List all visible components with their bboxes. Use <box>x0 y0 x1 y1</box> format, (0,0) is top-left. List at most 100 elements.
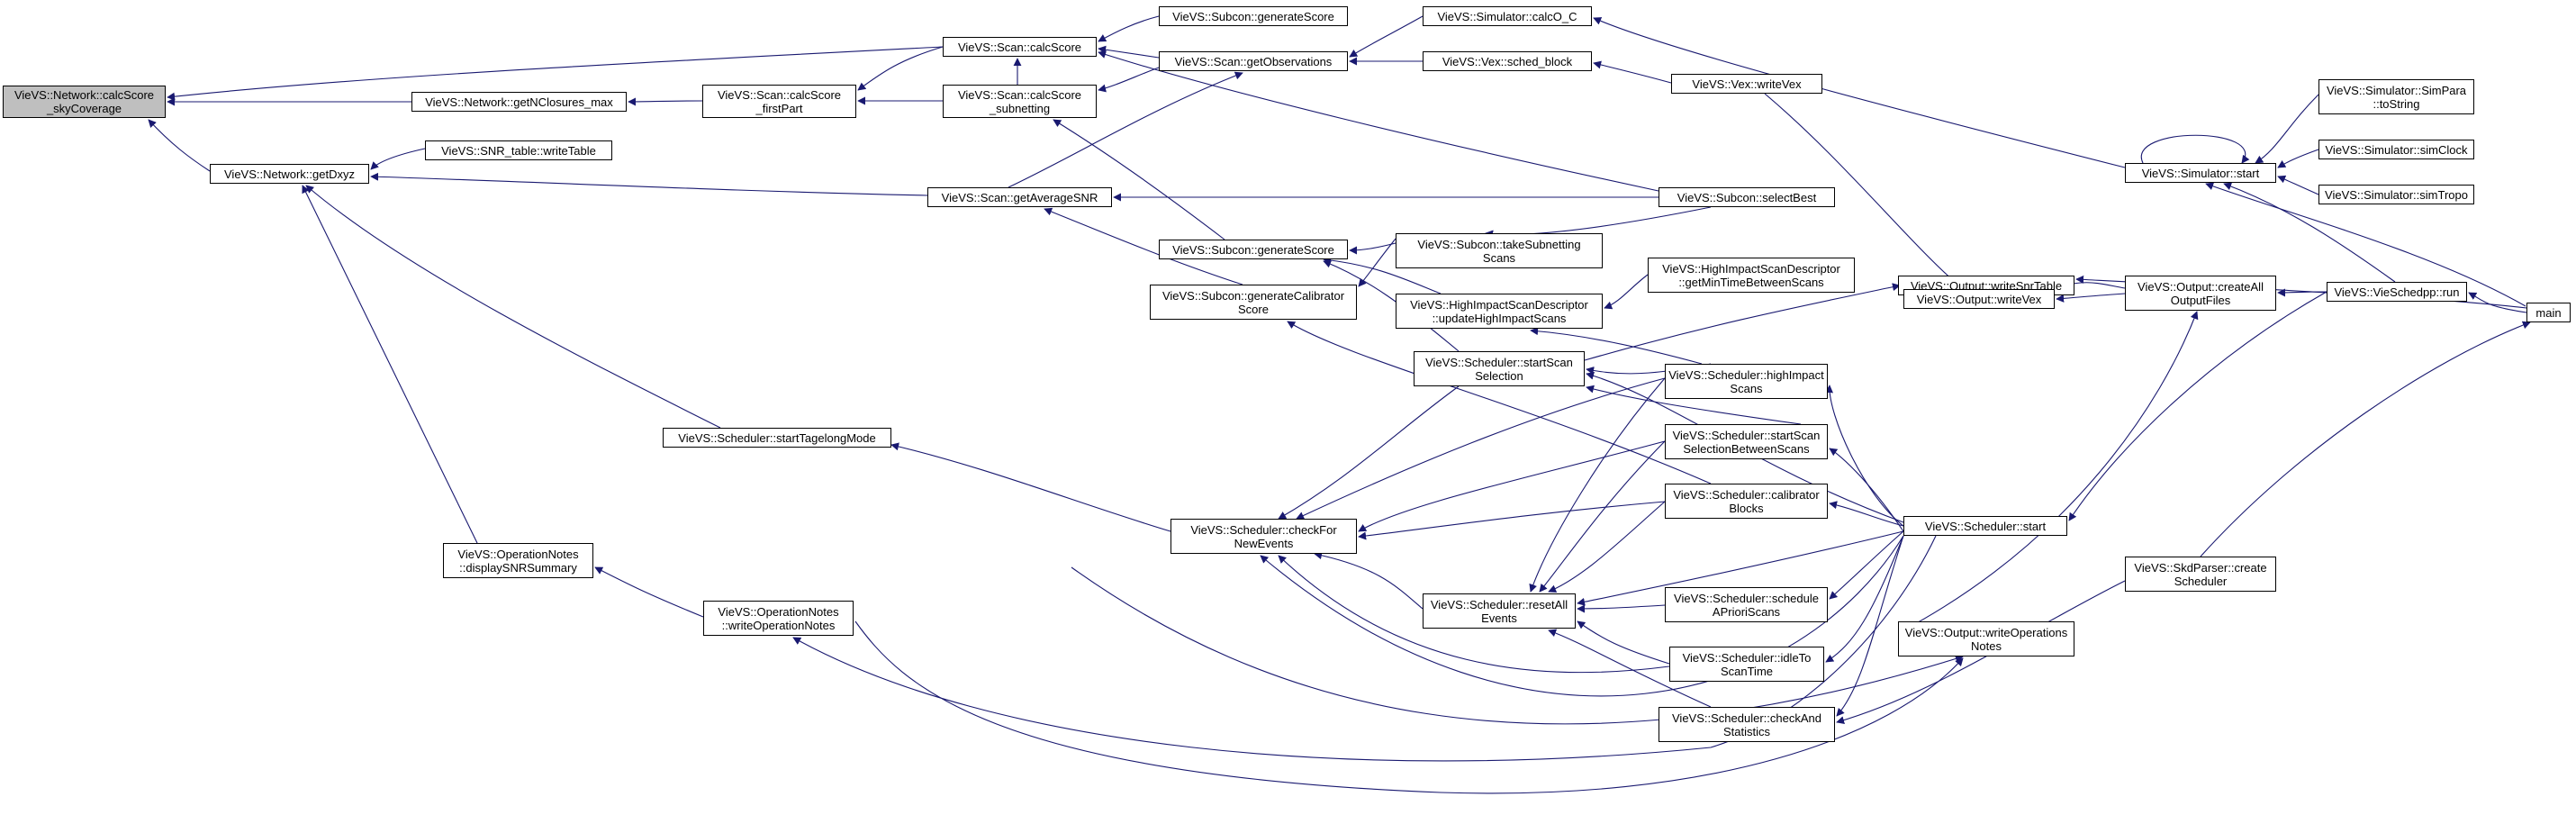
node-subcon-selectbest[interactable]: VieVS::Subcon::selectBest <box>1659 187 1835 207</box>
node-network-getnclosures-max[interactable]: VieVS::Network::getNClosures_max <box>411 92 627 112</box>
edge-resetallevents-from-sched-start <box>1577 530 1904 606</box>
edge-writesnrtable-from-startscanselection <box>1584 283 1901 361</box>
edge-simulator-start-from-main <box>2205 182 2526 307</box>
edge-subnetting-from-getobservations <box>1098 67 1160 93</box>
node-operationnotes-displaysnrsummary[interactable]: VieVS::OperationNotes::displaySNRSummary <box>443 543 593 578</box>
edge-vieschedpp-run-from-main <box>2468 292 2527 313</box>
node-simulator-simpara-tostring[interactable]: VieVS::Simulator::SimPara::toString <box>2318 79 2474 114</box>
node-snr-table-writetable[interactable]: VieVS::SNR_table::writeTable <box>425 140 612 160</box>
edge-getdxyz-from-snr-writetable <box>370 148 426 170</box>
edge-createalloutputfiles-from-vieschedpp-run <box>2277 288 2327 297</box>
node-highimpactscandescriptor-updatehighimpactscans[interactable]: VieVS::HighImpactScanDescriptor::updateH… <box>1396 294 1603 329</box>
edge-getdxyz-from-getaveragesnr <box>370 172 928 196</box>
node-vex-sched-block[interactable]: VieVS::Vex::sched_block <box>1423 51 1592 71</box>
node-simulator-calco-c[interactable]: VieVS::Simulator::calcO_C <box>1423 6 1592 26</box>
edge-getaveragesnr-from-calibscore <box>1044 207 1243 285</box>
edge-scan-calcscore-from-generatescore-top <box>1098 15 1160 42</box>
node-subcon-generatescore-top[interactable]: VieVS::Subcon::generateScore <box>1159 6 1348 26</box>
node-simulator-simclock[interactable]: VieVS::Simulator::simClock <box>2318 140 2474 159</box>
edge-getobservations-from-calco-c <box>1349 15 1424 58</box>
edge-calibratorblocks-from-sched-start <box>1829 501 1904 527</box>
edge-writevex-from-createalloutputfiles <box>2056 293 2126 303</box>
node-main[interactable]: main <box>2526 303 2571 322</box>
edge-simulator-start-from-simclock <box>2277 149 2319 168</box>
node-vex-writevex[interactable]: VieVS::Vex::writeVex <box>1671 74 1822 94</box>
edge-updatehighimpact-from-getmintime <box>1604 274 1649 310</box>
node-simulator-start[interactable]: VieVS::Simulator::start <box>2125 163 2276 183</box>
edge-checkfornewevents-from-sched-start <box>1260 535 1904 697</box>
edge-resetallevents-from-checkandstatistics <box>1548 629 1712 708</box>
edge-resetallevents-from-idletoscantime <box>1577 620 1670 665</box>
edge-getobservations-from-getaveragesnr <box>1008 71 1243 188</box>
edge-checkfornewevents-from-startscanselection <box>1278 385 1460 520</box>
edge-idletoscantime-from-sched-start <box>1825 535 1904 663</box>
edge-resetallevents-from-highimpactscans <box>1529 377 1666 593</box>
edge-scan-calcscore-from-getobservations <box>1098 45 1160 59</box>
node-scan-calcscore[interactable]: VieVS::Scan::calcScore <box>943 37 1097 57</box>
edge-checkandstatistics-from-skd-create <box>1836 580 2126 725</box>
edge-checkfornewevents-from-calibratorblocks <box>1358 501 1666 540</box>
node-simulator-simtropo[interactable]: VieVS::Simulator::simTropo <box>2318 185 2474 204</box>
edge-resetallevents-from-startscanselbetween <box>1539 440 1666 593</box>
edge-getdxyz-from-tagelong <box>305 185 721 429</box>
edge-simulator-start-self-loop <box>2140 134 2250 164</box>
edge-createalloutputfiles-from-writeoperationsnotes <box>1903 311 2199 631</box>
edge-displaysnr-from-writeoperationnotes <box>594 566 704 618</box>
node-network-getdxyz[interactable]: VieVS::Network::getDxyz <box>210 164 369 184</box>
edge-sched-block-from-writevex <box>1593 60 1672 84</box>
edges <box>148 15 2531 794</box>
edge-checkfornewevents-from-resetallevents <box>1314 551 1424 610</box>
edge-simulator-start-from-vieschedpp-run <box>2223 182 2396 283</box>
edge-sched-start-from-vieschedpp-run <box>2068 291 2327 521</box>
edge-generatescore-mid-from-startscanselection <box>1323 259 1460 352</box>
edge-checkfornewevents-from-highimpactscans <box>1296 377 1666 520</box>
node-vieschedpp-run[interactable]: VieVS::VieSchedpp::run <box>2327 282 2467 302</box>
edge-subnetting-from-generatescore-mid <box>1053 119 1225 240</box>
node-scheduler-start[interactable]: VieVS::Scheduler::start <box>1903 516 2067 536</box>
node-scan-calcscore-firstpart[interactable]: VieVS::Scan::calcScore_firstPart <box>702 85 856 118</box>
node-scan-calcscore-subnetting[interactable]: VieVS::Scan::calcScore_subnetting <box>943 85 1097 118</box>
edge-updatehighimpact-from-highimpactscans <box>1530 327 1703 365</box>
edge-tagelong-from-checkfornewevents <box>890 442 1171 532</box>
node-operationnotes-writeoperationnotes[interactable]: VieVS::OperationNotes::writeOperationNot… <box>703 601 854 636</box>
edge-writeoperationsnotes-from-writeoperationnotes <box>1071 566 1964 725</box>
edge-calibscore-from-takesubnetting <box>1358 238 1396 287</box>
edge-takesubnetting-from-selectbest <box>1485 206 1712 239</box>
edge-root-from-scan-calcscore <box>167 46 944 101</box>
edge-getdxyz-from-displaysnr <box>302 185 478 544</box>
edge-scan-calcscore-from-firstpart <box>857 46 944 91</box>
edge-highimpactscans-from-sched-start <box>1825 385 1904 527</box>
edge-root-from-getdxyz <box>148 119 211 172</box>
edge-writevex-vex-from-output-writevex <box>1764 93 1964 290</box>
edge-startscanselbetween-from-sched-start <box>1829 448 1904 532</box>
node-scheduler-starttagelongmode[interactable]: VieVS::Scheduler::startTagelongMode <box>663 428 891 448</box>
edge-scan-calcscore-from-selectbest <box>1098 50 1659 192</box>
node-output-writevex-displayed[interactable]: VieVS::Output::writeVex <box>1903 289 2055 309</box>
edge-resetallevents-from-calibratorblocks <box>1548 501 1666 593</box>
edge-skd-create-from-main <box>2200 321 2531 557</box>
node-scan-getaveragesnr[interactable]: VieVS::Scan::getAverageSNR <box>927 187 1112 207</box>
node-subcon-generatescore-mid[interactable]: VieVS::Subcon::generateScore <box>1159 240 1348 259</box>
node-highimpactscandescriptor-getmintimebetweenscans[interactable]: VieVS::HighImpactScanDescriptor::getMinT… <box>1648 258 1855 293</box>
edge-scheduleapriori-from-sched-start <box>1829 530 1904 600</box>
edge-resetallevents-from-scheduleapriori <box>1577 604 1666 613</box>
edge-writeoperationnotes-to-writeoperationsnotes-long <box>854 620 1964 794</box>
edge-generatescore-mid-from-updatehighimpact <box>1323 256 1442 294</box>
node-scan-getobservations[interactable]: VieVS::Scan::getObservations <box>1159 51 1348 71</box>
node-network-calcscore-skycoverage: VieVS::Network::calcScore_skyCoverage <box>3 86 166 118</box>
